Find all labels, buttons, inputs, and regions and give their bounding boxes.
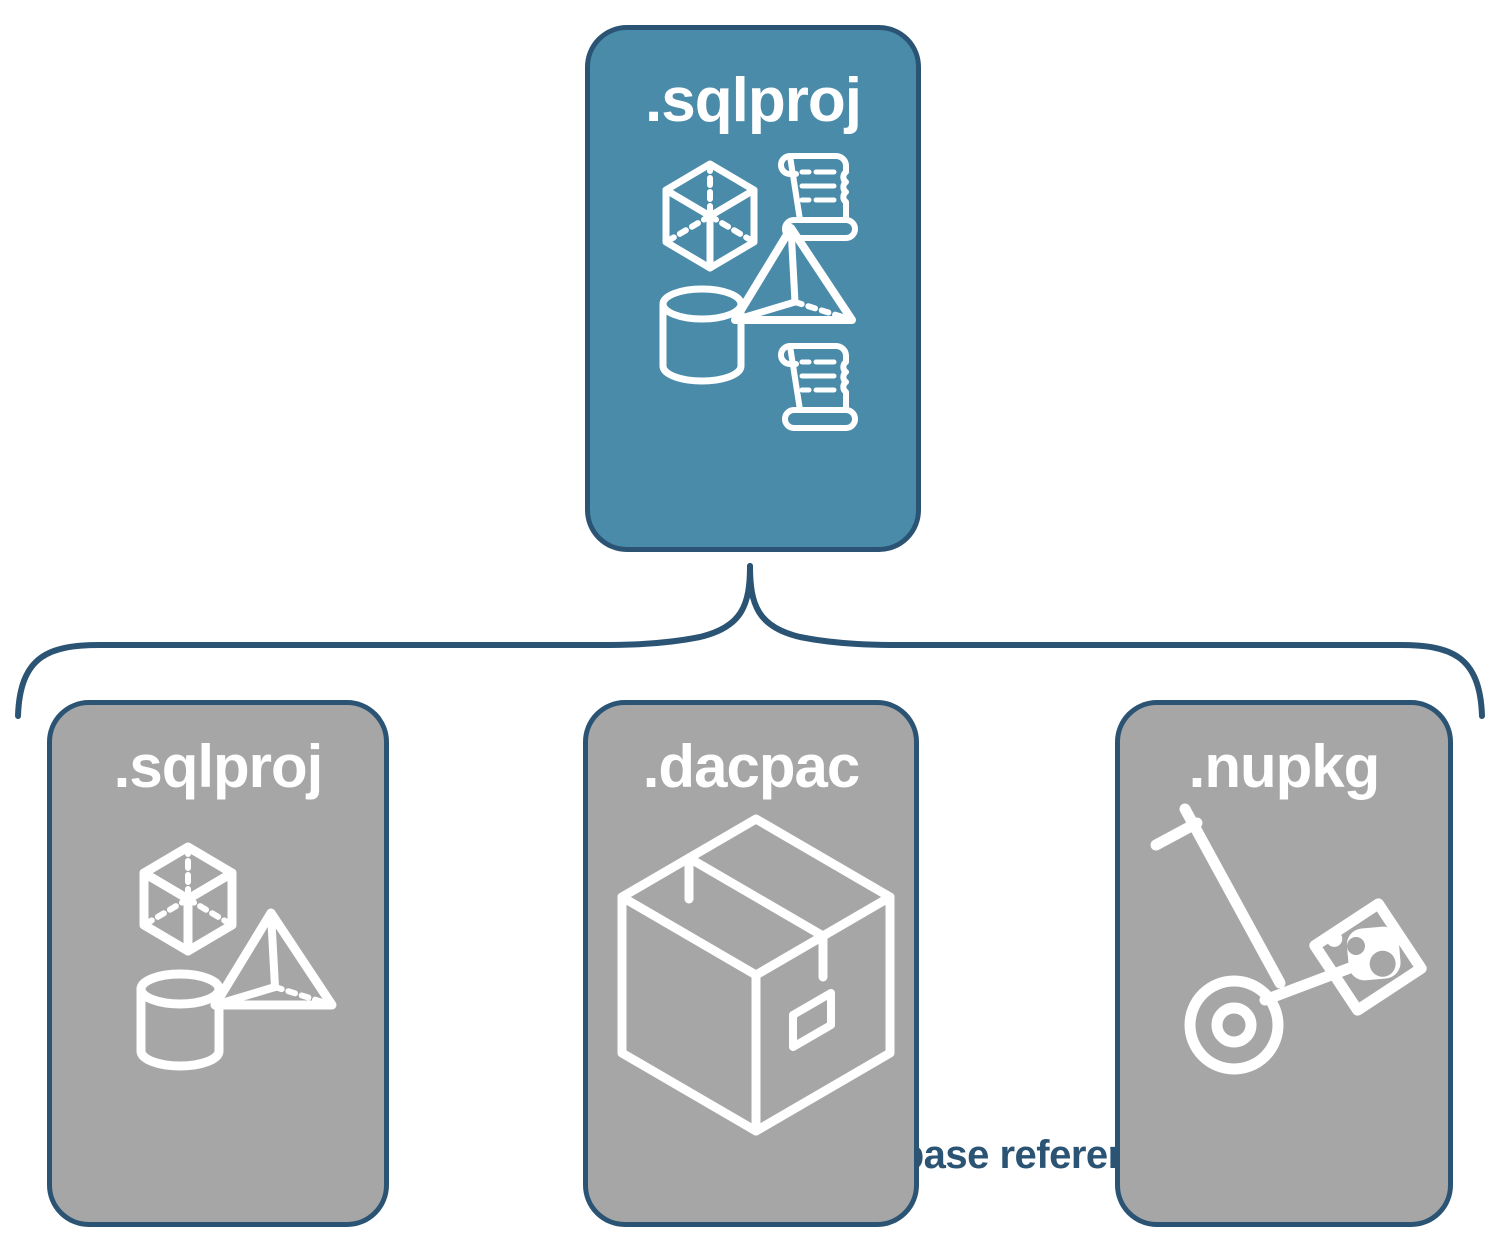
sqlproj-reference-icons-svg xyxy=(136,842,337,1071)
card-title-sqlproj-primary: .sqlproj xyxy=(645,66,862,135)
cylinder-icon xyxy=(136,969,224,1071)
cube-icon xyxy=(139,842,237,956)
dacpac-icon-group xyxy=(588,797,914,1222)
card-title-nupkg: .nupkg xyxy=(1188,733,1381,800)
cube-icon xyxy=(662,160,758,272)
sqlproj-reference-icon-group xyxy=(52,797,384,1222)
dacpac-icons-svg xyxy=(617,814,895,1136)
card-nupkg[interactable]: .nupkg xyxy=(1115,700,1453,1227)
cylinder-icon xyxy=(659,285,745,385)
brace-tip-right xyxy=(747,563,903,648)
brace-tip-left xyxy=(597,563,753,648)
card-title-dacpac: .dacpac xyxy=(642,733,860,800)
nuget-package-icon xyxy=(1309,898,1427,1016)
nupkg-icon-group xyxy=(1120,797,1448,1222)
nupkg-icons-svg xyxy=(1150,803,1427,1075)
primary-icons-svg xyxy=(659,153,858,431)
card-title-sqlproj-reference: .sqlproj xyxy=(113,733,324,800)
card-sqlproj-primary[interactable]: .sqlproj xyxy=(585,25,921,552)
card-dacpac[interactable]: .dacpac xyxy=(583,700,919,1227)
pyramid-icon xyxy=(731,224,856,324)
package-box-icon xyxy=(617,814,895,1136)
card-sqlproj-reference[interactable]: .sqlproj xyxy=(47,700,389,1227)
primary-card-icon-group xyxy=(590,132,916,547)
pyramid-icon xyxy=(210,908,337,1010)
scroll-icon xyxy=(778,343,858,431)
